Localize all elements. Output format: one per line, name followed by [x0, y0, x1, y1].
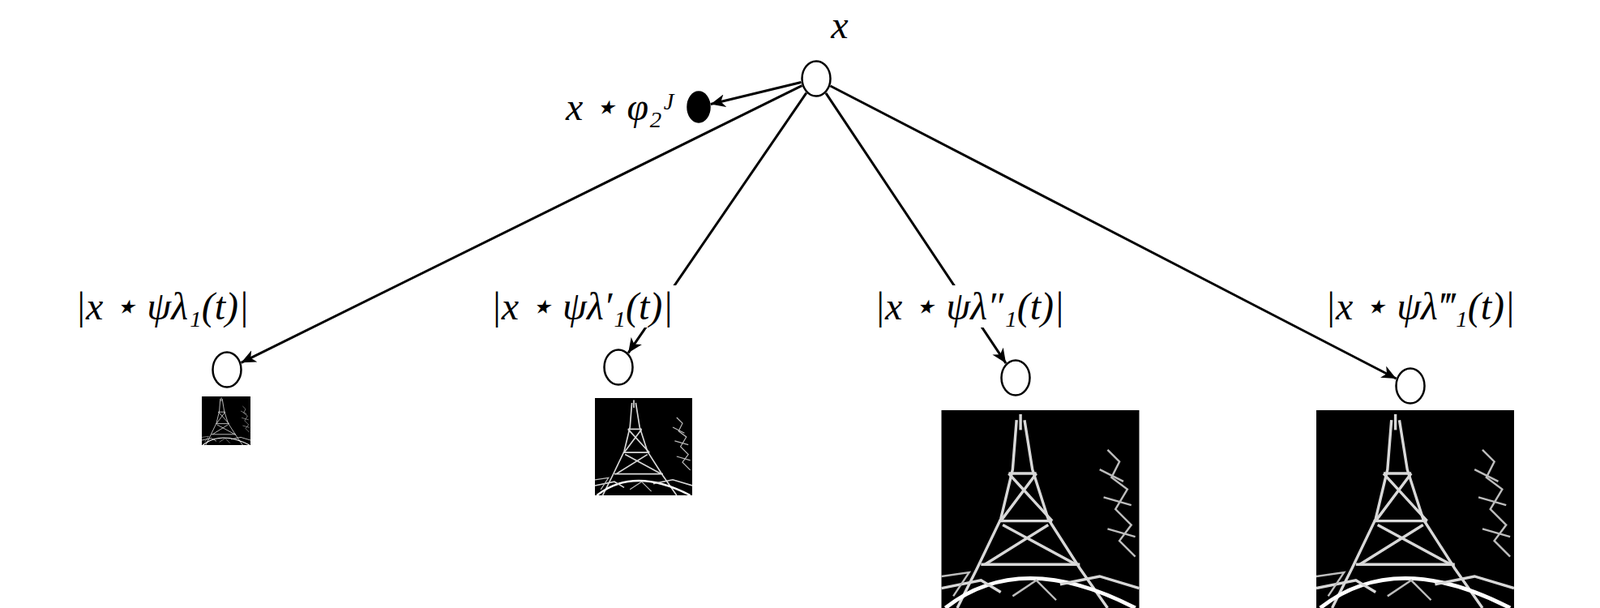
tree-node: |x ⋆ ψλ‴₁(t)|: [1394, 367, 1426, 405]
node-label: |x ⋆ ψλ₁(t)|: [72, 285, 253, 329]
thumbnail-image: [201, 396, 251, 445]
thumbnail-image: [941, 410, 1140, 608]
node-label: |x ⋆ ψλ‴₁(t)|: [1321, 285, 1519, 329]
node-circle: [686, 90, 711, 124]
tree-node: x: [800, 59, 832, 98]
node-circle: [1000, 359, 1032, 397]
node-label: x ⋆ φ₂ᴶ: [562, 85, 679, 129]
node-label: |x ⋆ ψλ″₁(t)|: [871, 285, 1068, 329]
tree-node: |x ⋆ ψλ′₁(t)|: [603, 348, 634, 386]
node-circle: [1394, 367, 1426, 405]
thumbnail-image: [1316, 410, 1515, 608]
tree-node: |x ⋆ ψλ″₁(t)|: [1000, 359, 1032, 397]
tree-node: x ⋆ φ₂ᴶ: [686, 90, 711, 124]
tree-arrow: [829, 85, 1396, 379]
node-label: |x ⋆ ψλ′₁(t)|: [487, 285, 677, 329]
node-circle: [211, 350, 243, 389]
tree-node: |x ⋆ ψλ₁(t)|: [211, 350, 243, 389]
thumbnail-image: [594, 397, 693, 496]
node-circle: [800, 59, 832, 98]
node-circle: [603, 348, 634, 386]
node-label: x: [827, 4, 852, 48]
